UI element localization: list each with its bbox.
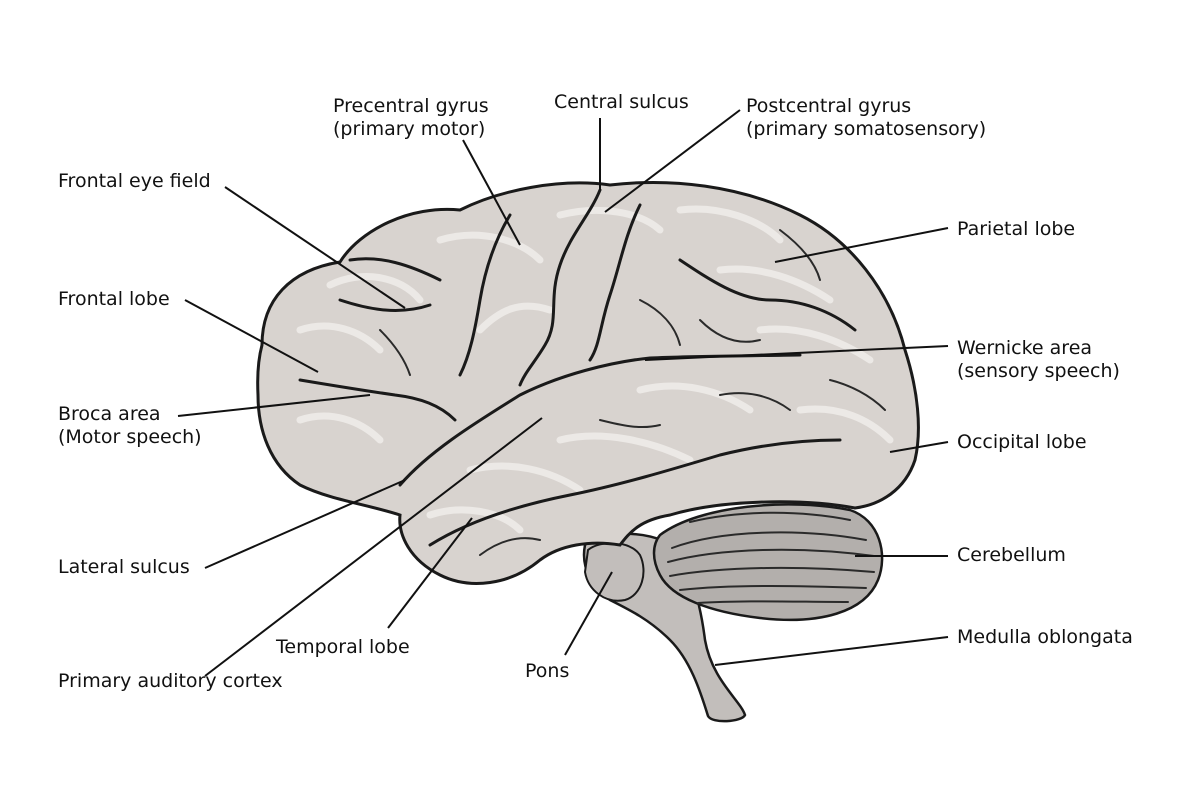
label-central-sulcus: Central sulcus <box>554 91 689 113</box>
leader-parietal <box>774 227 949 263</box>
leader-medulla <box>714 636 949 666</box>
sulci <box>298 188 886 556</box>
label-occipital-lobe: Occipital lobe <box>957 431 1087 453</box>
cerebellum-folia <box>667 511 875 604</box>
leader-lines <box>177 109 949 677</box>
cerebellum-shape <box>652 503 884 622</box>
leader-postcentral <box>604 109 741 213</box>
leader-frontal-lobe <box>184 299 319 373</box>
label-frontal-eye-field: Frontal eye field <box>58 170 211 192</box>
leader-frontal-eye-field <box>224 186 406 309</box>
leader-primary-auditory <box>204 417 543 677</box>
label-temporal-lobe: Temporal lobe <box>276 636 410 658</box>
leader-wernicke <box>644 345 949 361</box>
label-precentral-gyrus: Precentral gyrus (primary motor) <box>333 95 489 140</box>
leader-temporal <box>387 517 473 629</box>
leader-pons <box>564 571 613 656</box>
label-frontal-lobe: Frontal lobe <box>58 288 170 310</box>
label-lateral-sulcus: Lateral sulcus <box>58 556 190 578</box>
pons-bulge <box>583 542 645 602</box>
cerebrum-shape <box>256 181 920 585</box>
label-broca-area: Broca area (Motor speech) <box>58 403 202 448</box>
label-cerebellum: Cerebellum <box>957 544 1066 566</box>
leader-lateral-sulcus <box>204 479 406 569</box>
label-primary-auditory-cortex: Primary auditory cortex <box>58 670 283 692</box>
label-medulla-oblongata: Medulla oblongata <box>957 626 1133 648</box>
leader-broca <box>177 394 371 417</box>
leader-occipital <box>889 441 949 453</box>
label-pons: Pons <box>525 660 570 682</box>
gyri-highlights <box>296 205 894 534</box>
label-parietal-lobe: Parietal lobe <box>957 218 1076 240</box>
label-wernicke-area: Wernicke area (sensory speech) <box>957 337 1120 382</box>
label-postcentral-gyrus: Postcentral gyrus (primary somatosensory… <box>746 95 987 140</box>
leader-precentral <box>462 139 521 246</box>
